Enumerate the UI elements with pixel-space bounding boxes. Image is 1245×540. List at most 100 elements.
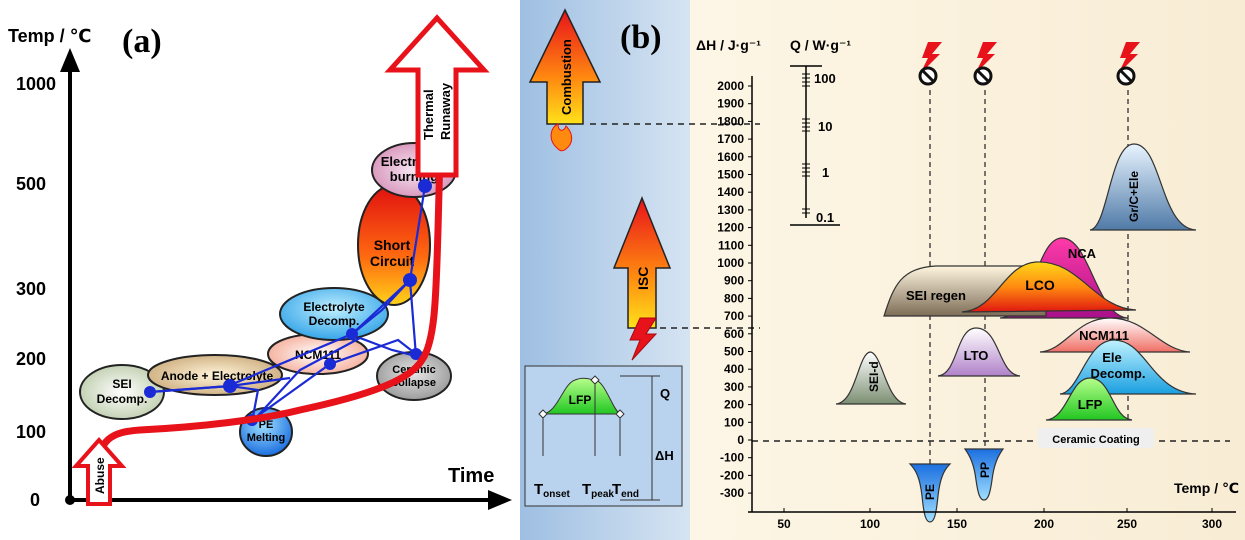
stage-short-line1: Short <box>374 237 411 253</box>
runaway-line1: Thermal <box>421 89 436 140</box>
b-x-ticks: 50 100 150 200 250 300 <box>777 508 1222 531</box>
y-tick: 100 <box>16 422 46 442</box>
x-tick: 200 <box>1034 517 1054 531</box>
peak-gr-c-ele <box>1089 143 1197 231</box>
y-tick: 1000 <box>16 74 56 94</box>
peak-lto <box>937 327 1021 377</box>
t-peak: Tpeak <box>582 481 614 500</box>
peak-gr-label: Gr/C+Ele <box>1127 171 1141 222</box>
pathway-node <box>418 179 432 193</box>
peak-sei-regen-label: SEI regen <box>906 288 966 303</box>
dh-axis-title: ΔH / J·g⁻¹ <box>696 37 761 53</box>
y-tick: 500 <box>16 174 46 194</box>
stage-anode-electrolyte <box>147 354 283 396</box>
dip-pe <box>908 463 952 523</box>
peak-ncm111-label: NCM111 <box>1079 328 1129 343</box>
dh-ticks: 2000190018001700160015001400130012001100… <box>717 79 752 500</box>
dh-tick: 1100 <box>718 238 744 252</box>
dh-tick: 900 <box>724 274 744 288</box>
b-x-axis-title: Temp / ℃ <box>1174 480 1239 496</box>
abuse-arrow <box>71 436 127 506</box>
dh-tick: 700 <box>724 309 744 323</box>
stage-ele-line2: Decomp. <box>309 314 360 328</box>
dh-tick: 0 <box>737 433 744 447</box>
prohibit-lightning-icon <box>973 42 997 86</box>
t-end: Tend <box>612 481 639 500</box>
flame-icon <box>550 123 573 152</box>
peak-ele-line1: Ele <box>1102 350 1122 365</box>
dh-tick: 800 <box>724 291 744 305</box>
abuse-label: Abuse <box>93 457 107 494</box>
ceramic-coating-box <box>1038 428 1154 448</box>
y-tick: 300 <box>16 279 46 299</box>
pathway-node <box>410 348 422 360</box>
pathway-node <box>223 379 237 393</box>
lightning-icon <box>629 317 658 361</box>
dip-pp <box>963 448 1005 501</box>
pathway-node <box>144 386 156 398</box>
panel-a-x-axis-title: Time <box>448 465 494 487</box>
dh-tick: 1700 <box>717 132 744 146</box>
panel-a-origin-dot <box>65 495 75 505</box>
inset-peak-shape <box>542 377 622 415</box>
q-axis-title: Q / W·g⁻¹ <box>790 37 851 53</box>
y-tick: 0 <box>30 490 40 510</box>
inset-peak-label: LFP <box>569 393 592 407</box>
stage-pe-line2: Melting <box>247 432 286 444</box>
peak-lfp <box>1045 377 1133 421</box>
dh-tick: 1200 <box>717 221 744 235</box>
temperature-curve <box>92 106 444 474</box>
t-onset: Tonset <box>534 481 571 500</box>
dh-tick: 1300 <box>717 203 744 217</box>
prohibit-lightning-icon <box>918 42 942 86</box>
stage-pe-line1: PE <box>259 419 274 431</box>
q-tick: 10 <box>818 119 832 134</box>
stage-sei-line2: Decomp. <box>97 392 148 406</box>
panel-a-label: (a) <box>122 23 162 60</box>
peak-nca-label: NCA <box>1068 246 1097 261</box>
inset-q-label: Q <box>660 386 670 401</box>
pathway-node <box>403 273 417 287</box>
pathway-node <box>346 328 358 340</box>
dh-tick: 1800 <box>717 114 744 128</box>
x-tick: 100 <box>860 517 880 531</box>
dh-tick: 600 <box>724 327 744 341</box>
prohibit-lightning-icon <box>1116 42 1140 86</box>
dh-tick: 1900 <box>717 97 744 111</box>
panel-b-label: (b) <box>620 19 662 56</box>
dh-tick: 2000 <box>717 79 744 93</box>
q-tick: 0.1 <box>816 210 834 225</box>
dh-tick: 1000 <box>717 256 744 270</box>
x-tick: 300 <box>1202 517 1222 531</box>
peak-ncm111 <box>1039 317 1191 353</box>
dh-tick: 400 <box>724 362 744 376</box>
dh-tick: 1600 <box>717 150 744 164</box>
peak-lfp-label: LFP <box>1078 397 1103 412</box>
peak-ele-line2: Decomp. <box>1091 366 1146 381</box>
dh-tick: 200 <box>724 398 744 412</box>
peak-sei-d <box>835 351 907 405</box>
isc-label: ISC <box>635 267 651 290</box>
peak-lco-label: LCO <box>1025 277 1055 293</box>
peak-lto-label: LTO <box>964 348 989 363</box>
dip-pe-label: PE <box>923 484 937 500</box>
peak-sei-d-label: SEI-d <box>867 361 881 392</box>
dh-tick: -100 <box>720 451 744 465</box>
q-minor-ticks <box>802 73 810 214</box>
dh-tick: -200 <box>720 468 744 482</box>
panel-a-y-ticks: 1000 500 300 200 100 0 <box>16 74 56 510</box>
stage-short-line2: Circuit <box>370 253 415 269</box>
dh-tick: -300 <box>720 486 744 500</box>
combustion-label: Combustion <box>559 39 574 115</box>
inset-dh-label: ΔH <box>655 448 674 463</box>
stage-ele-line1: Electrolyte <box>303 300 365 314</box>
peak-lco <box>961 261 1137 313</box>
runaway-line2: Runaway <box>438 82 453 140</box>
x-tick: 250 <box>1117 517 1137 531</box>
stage-anode-label: Anode + Electrolyte <box>161 369 274 383</box>
blue-pathway <box>149 185 427 426</box>
y-tick: 200 <box>16 349 46 369</box>
dh-tick: 1400 <box>717 185 744 199</box>
panel-a: Temp / ℃ (a) Time 1000 500 300 200 100 0… <box>8 14 512 510</box>
